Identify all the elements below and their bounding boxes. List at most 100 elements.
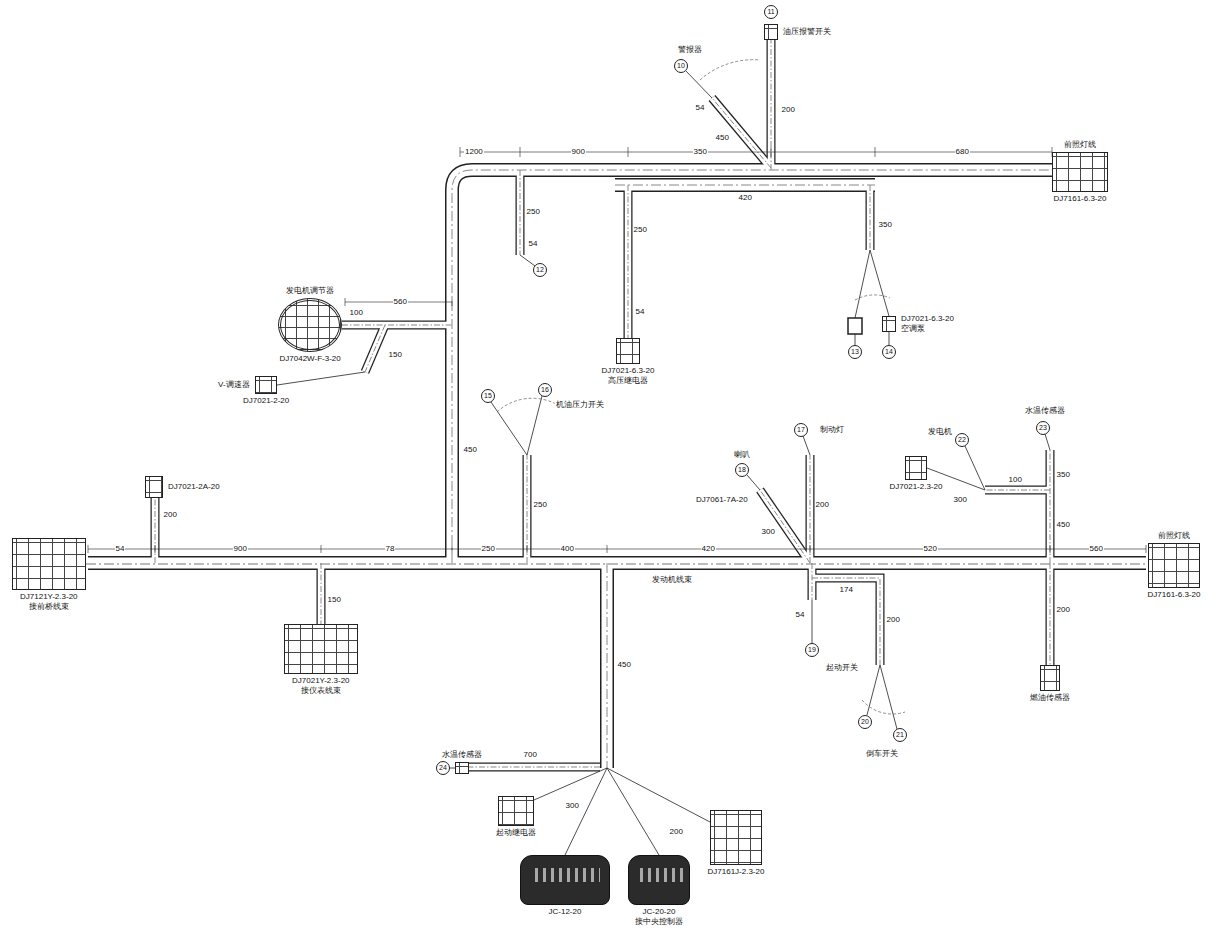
connector: DJ7021-2.3-20 — [905, 456, 927, 480]
part-name: DJ7061-7A-20 — [695, 495, 749, 505]
connector-label: 水温传感器 — [441, 750, 483, 760]
connector-shape — [255, 376, 277, 394]
connector: V-调速器DJ7021-2-20 — [255, 376, 277, 394]
dimension-label: 900 — [233, 544, 248, 554]
dimension-label: 350 — [1056, 470, 1071, 480]
dimension-lines — [88, 147, 1146, 553]
connector-label: DJ7021-6.3-20 — [900, 314, 955, 324]
dimension-label: 350 — [878, 220, 893, 230]
connector-label: 前照灯线 — [1063, 140, 1097, 150]
dimension-label: 250 — [533, 500, 548, 510]
connector-shape — [905, 456, 927, 480]
connector: DJ7021-6.3-20高压继电器 — [616, 338, 640, 364]
connector-label: 燃油传感器 — [1029, 693, 1071, 703]
dimension-label: 450 — [463, 445, 478, 455]
connector: 发电机调节器DJ7042W-F-3-20 — [278, 298, 342, 352]
connector-label: DJ7161-6.3-20 — [1053, 194, 1108, 204]
connector-shape — [710, 810, 762, 865]
dimension-label: 100 — [1008, 475, 1023, 485]
wire-lines — [277, 71, 1050, 855]
part-name: 倒车开关 — [865, 749, 899, 759]
dimension-label: 400 — [560, 544, 575, 554]
callout-number: 14 — [885, 348, 893, 356]
connector-shape — [284, 624, 358, 674]
connector-label: 接前桥线束 — [28, 602, 70, 612]
dimension-label: 560 — [1089, 544, 1104, 554]
connector-label: V-调速器 — [217, 380, 251, 390]
callout-number: 22 — [958, 436, 966, 444]
harness-band — [452, 170, 1052, 768]
connector-shape — [764, 24, 778, 40]
connector: 燃油传感器 — [1040, 665, 1060, 691]
connector-label: 起动继电器 — [495, 828, 537, 838]
connector-shape — [1148, 543, 1200, 588]
dimension-label: 54 — [115, 544, 126, 554]
dimension-label: 450 — [715, 133, 730, 143]
callout-number: 23 — [1039, 424, 1047, 432]
callout-number: 21 — [896, 731, 904, 739]
connector-shape — [628, 855, 690, 905]
part-name: 机油压力开关 — [555, 400, 605, 410]
connector: 油压报警开关 — [764, 24, 778, 40]
dimension-label: 250 — [633, 225, 648, 235]
dimension-label: 450 — [617, 660, 632, 670]
dimension-label: 420 — [738, 193, 753, 203]
dimension-label: 54 — [795, 610, 806, 620]
dimension-label: 420 — [701, 544, 716, 554]
connector-label: DJ7021-2-20 — [242, 396, 290, 406]
connector: DJ7161J-2.3-20 — [710, 810, 762, 865]
connector-label: 前照灯线 — [1157, 531, 1191, 541]
dimension-label: 174 — [839, 585, 854, 595]
dimension-label: 200 — [163, 510, 178, 520]
connector: 起动继电器 — [498, 796, 534, 826]
dimension-label: 100 — [349, 308, 364, 318]
harness-branch — [155, 40, 1050, 767]
connector-label: 空调泵 — [900, 324, 926, 334]
harness-band — [88, 556, 1146, 570]
dimension-label: 450 — [1056, 520, 1071, 530]
dimension-label: 300 — [953, 495, 968, 505]
connector-label: DJ7161J-2.3-20 — [707, 867, 766, 877]
dimension-label: 1200 — [464, 147, 484, 157]
callout-number: 20 — [861, 718, 869, 726]
callout-circles — [437, 6, 1050, 775]
connector-label: DJ7021-6.3-20 — [601, 366, 656, 376]
dimension-label: 520 — [923, 544, 938, 554]
callout-number: 15 — [484, 392, 492, 400]
dimension-label: 900 — [571, 147, 586, 157]
connector: 前照灯线DJ7161-6.3-20 — [1052, 152, 1108, 192]
dimension-label: 560 — [393, 297, 408, 307]
connector-label: JC-20-20 — [642, 907, 677, 917]
dimension-label: 54 — [528, 239, 539, 249]
connector-label: DJ7021Y-2.3-20 — [291, 676, 351, 686]
connector-shape — [616, 338, 640, 364]
callout-number: 19 — [808, 646, 816, 654]
connector-label: DJ7021-2.3-20 — [889, 482, 944, 492]
callout-number: 11 — [768, 8, 775, 16]
connector: DJ7021Y-2.3-20接仪表线束 — [284, 624, 358, 674]
harness-band — [88, 558, 1146, 569]
connector-shape — [882, 316, 896, 332]
connector-shape — [498, 796, 534, 826]
connector: 前照灯线DJ7161-6.3-20 — [1148, 543, 1200, 588]
connector: JC-12-20 — [520, 855, 610, 905]
dimension-label: 200 — [781, 105, 796, 115]
dimension-label: 700 — [523, 750, 538, 760]
connector-label: JC-12-20 — [548, 907, 583, 917]
dimension-label: 150 — [327, 595, 342, 605]
callout-number: 18 — [738, 466, 746, 474]
harness-band — [452, 170, 1052, 768]
connector-label: 接中央控制器 — [634, 917, 684, 927]
connector: DJ7121Y-2.3-20接前桥线束 — [12, 538, 86, 590]
angle-arcs — [497, 60, 905, 714]
callout-number: 17 — [797, 426, 805, 434]
dimension-label: 200 — [669, 827, 684, 837]
dimension-label: 78 — [385, 544, 396, 554]
callout-number: 13 — [851, 348, 859, 356]
dimension-label: 250 — [526, 207, 541, 217]
dimension-label: 150 — [388, 350, 403, 360]
connector-shape — [278, 298, 342, 352]
connector: JC-20-20接中央控制器 — [628, 855, 690, 905]
